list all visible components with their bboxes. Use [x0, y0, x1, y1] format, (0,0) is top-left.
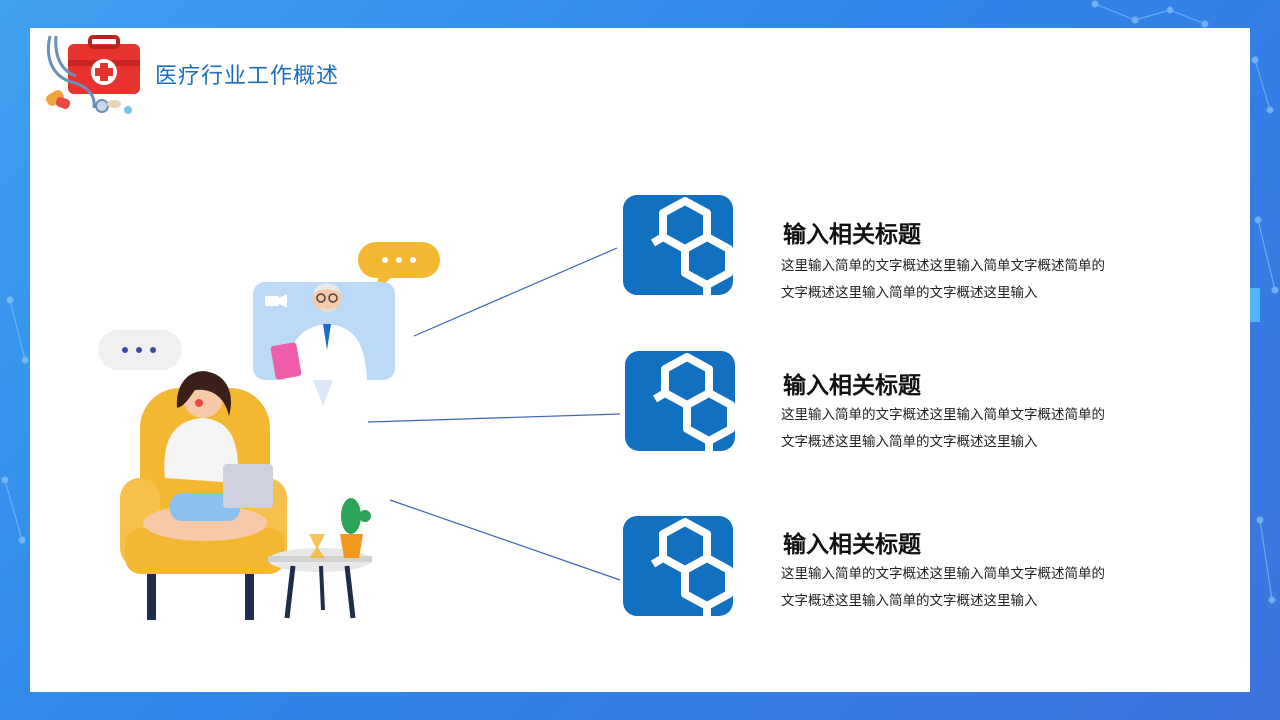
page-title: 医疗行业工作概述: [155, 64, 340, 89]
item-description: 这里输入简单的文字概述这里输入简单文字概述简单的文字概述这里输入简单的文字概述这…: [781, 258, 1105, 301]
telemedicine-consultation-icon: [98, 242, 440, 620]
item-title: 输入相关标题: [783, 373, 921, 399]
molecule-hexagon-icon: [623, 195, 733, 295]
item-title: 输入相关标题: [783, 222, 921, 248]
first-aid-kit-stethoscope-icon: [46, 35, 140, 114]
molecule-hexagon-icon: [623, 516, 733, 616]
item-title: 输入相关标题: [783, 532, 921, 558]
molecule-hexagon-icon: [625, 351, 735, 451]
item-description: 这里输入简单的文字概述这里输入简单文字概述简单的文字概述这里输入简单的文字概述这…: [781, 566, 1105, 609]
item-description: 这里输入简单的文字概述这里输入简单文字概述简单的文字概述这里输入简单的文字概述这…: [781, 407, 1105, 450]
